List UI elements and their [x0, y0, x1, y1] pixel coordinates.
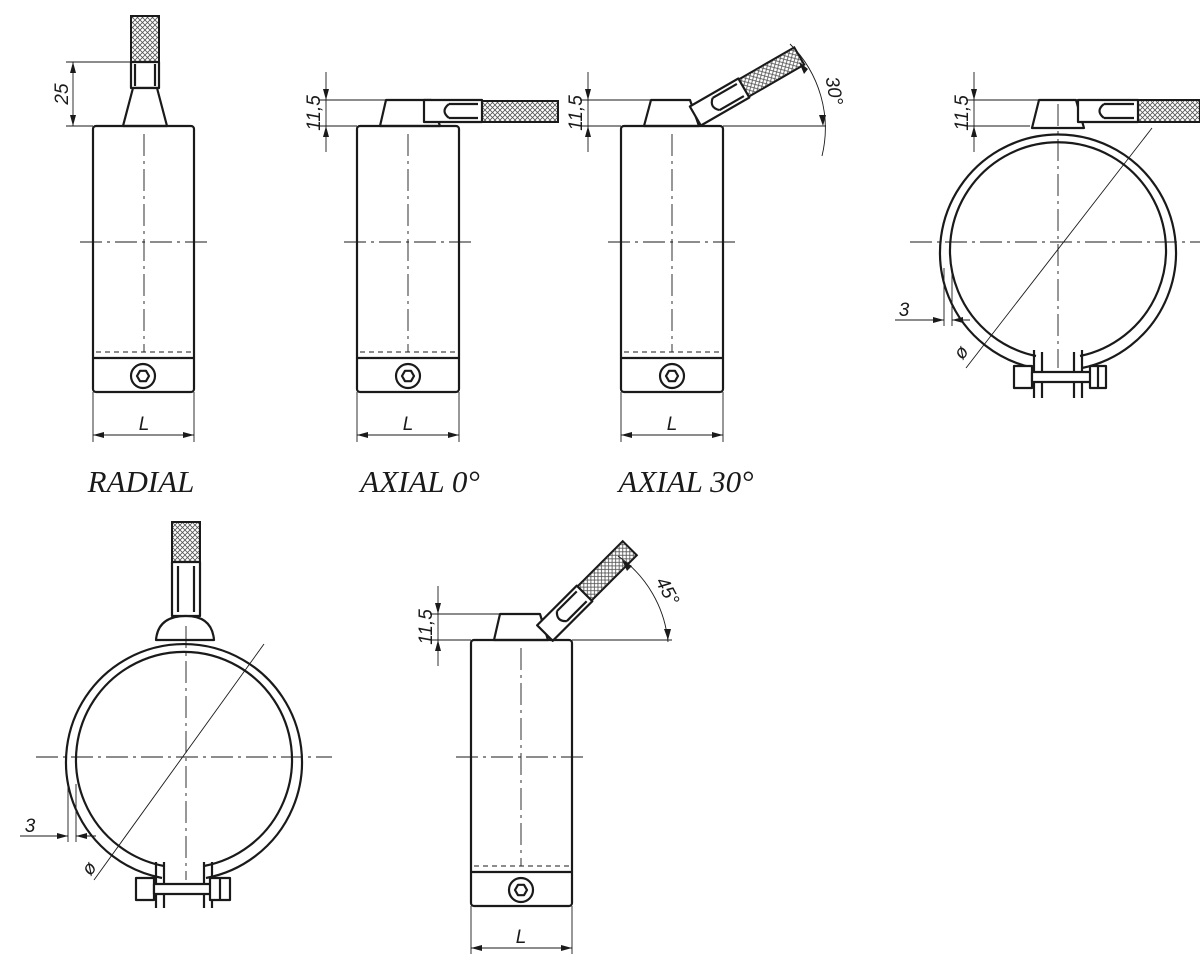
clamp-radial-terminal	[154, 521, 216, 642]
clamp-axial-dim-diameter-text: ø	[950, 341, 974, 363]
axial-45-heater-body	[469, 638, 574, 908]
radial-dim-length-text: L	[139, 414, 150, 435]
axial-30-caption: AXIAL 30°	[617, 464, 754, 499]
radial-caption: RADIAL	[87, 464, 195, 499]
clamp-radial-dim-gap-text: 3	[25, 816, 36, 837]
axial-0-heater-body	[355, 124, 461, 394]
radial-cable	[121, 15, 169, 128]
clamp-radial-band-outer	[64, 642, 304, 880]
clamp-radial-band-inner	[74, 650, 294, 868]
clamp-radial-dim-diameter-text: ø	[78, 857, 102, 879]
axial-0-dim-length-text: L	[403, 414, 414, 435]
axial-0-dim-height-text: 11,5	[304, 95, 325, 131]
axial-0-view: 11,5 L AXIAL 0°	[304, 72, 559, 499]
axial-45-terminal	[492, 539, 639, 642]
clamp-bolt-icon	[1012, 364, 1108, 390]
radial-dim-height: 25	[52, 61, 131, 127]
radial-view: 25 L RADIAL	[52, 15, 208, 499]
clamp-axial-view: 3 ø 11,5	[895, 72, 1200, 398]
radial-dim-length: L	[92, 392, 195, 442]
axial-30-view: 11,5 30° L AXIAL 30°	[566, 43, 847, 499]
clamp-axial-dim-gap-text: 3	[899, 300, 910, 321]
axial-0-dim-length: L	[356, 392, 460, 442]
axial-30-dim-angle-text: 30°	[821, 75, 847, 107]
axial-30-dim-angle: 30°	[723, 43, 847, 157]
axial-45-dim-height-text: 11,5	[416, 609, 437, 645]
hex-screw-icon	[129, 362, 157, 390]
clamp-axial-band-outer	[938, 133, 1178, 370]
radial-dim-height-text: 25	[52, 83, 73, 106]
radial-heater-body	[91, 124, 196, 394]
axial-45-dim-length: L	[470, 906, 573, 954]
axial-30-terminal	[642, 45, 806, 128]
clamp-radial-view: 3 ø	[20, 521, 332, 908]
axial-45-view: 11,5 45° L	[416, 539, 683, 954]
axial-0-caption: AXIAL 0°	[358, 464, 479, 499]
axial-0-dim-height: 11,5	[304, 72, 386, 152]
axial-30-dim-length: L	[620, 392, 724, 442]
hex-screw-icon	[658, 362, 686, 390]
clamp-bolt-icon	[134, 876, 232, 902]
clamp-axial-terminal	[1030, 98, 1200, 130]
hex-screw-icon	[394, 362, 422, 390]
axial-30-heater-body	[619, 124, 725, 394]
axial-45-dim-angle-text: 45°	[651, 574, 683, 610]
clamp-axial-dim-height-text: 11,5	[952, 95, 973, 131]
axial-45-dim-length-text: L	[516, 927, 527, 948]
axial-30-dim-length-text: L	[667, 414, 678, 435]
axial-30-dim-height-text: 11,5	[566, 95, 587, 131]
hex-screw-icon	[507, 876, 535, 904]
axial-0-terminal	[378, 98, 559, 128]
clamp-axial-dim-height: 11,5	[952, 72, 1039, 152]
axial-45-dim-height: 11,5	[416, 586, 500, 666]
axial-30-dim-height: 11,5	[566, 72, 651, 152]
